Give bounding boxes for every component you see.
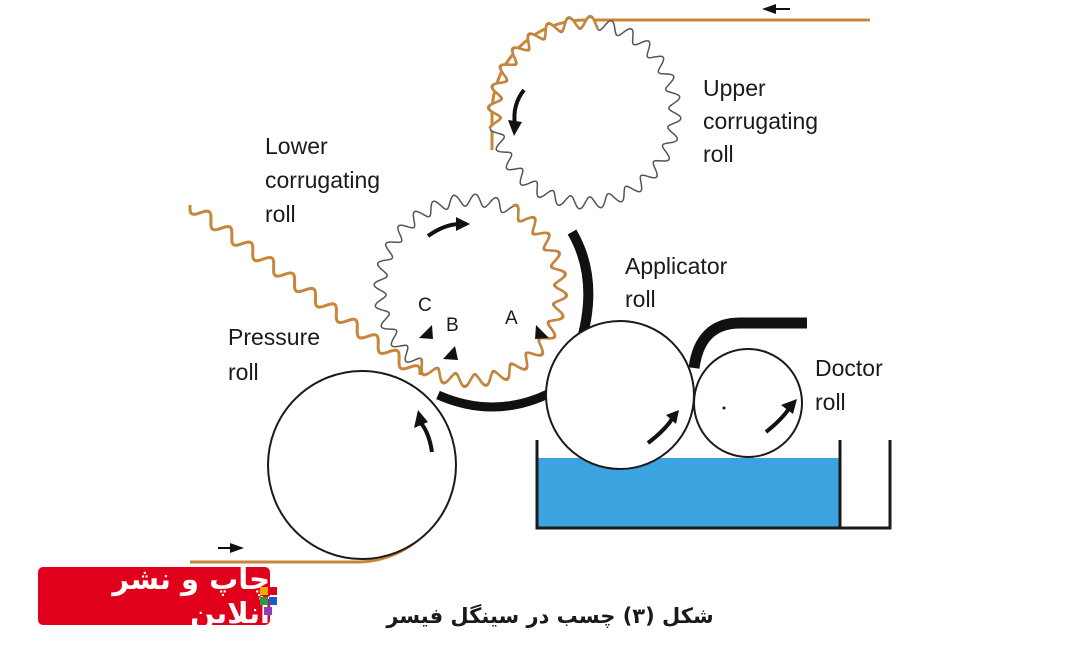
logo-text: چاپ و نشر آنلاین [112, 562, 270, 630]
publisher-logo: چاپ و نشر آنلاین [38, 562, 270, 630]
applicator-roll-rotation-arrow [646, 410, 679, 445]
applicator-roll [545, 320, 695, 470]
lower-corrugating-roll [373, 193, 567, 387]
pressure-roll [267, 370, 457, 560]
pressure-roll-label-line-1: Pressure [228, 324, 320, 350]
point-c-marker [419, 325, 433, 339]
point-b-marker [443, 346, 458, 360]
point-c-label: C [418, 295, 432, 316]
doctor-roll-label-line-1: Doctor [815, 355, 883, 381]
lower-roll-label-line-3: roll [265, 201, 296, 227]
upper-roll-label-line-2: corrugating [703, 108, 818, 134]
point-a-marker [535, 325, 549, 339]
pressure-roll-rotation-arrow [414, 410, 434, 453]
glue-liquid [537, 458, 839, 528]
direction-arrows [218, 4, 797, 553]
glue-guide-bottom [436, 388, 552, 412]
applicator-roll-label-line-2: roll [625, 286, 656, 312]
doctor-roll-center [722, 406, 726, 410]
point-b-label: B [446, 315, 459, 336]
upper-roll-label-line-1: Upper [703, 75, 766, 101]
logo-squares-icon [260, 587, 277, 615]
glue-tank [535, 440, 892, 530]
fluted-paper-web [188, 205, 422, 375]
applicator-roll-label-line-1: Applicator [625, 253, 728, 279]
doctor-roll [693, 348, 803, 458]
lower-roll-medium [419, 203, 569, 389]
top-web-arrow [762, 4, 790, 14]
upper-roll-rotation-arrow [508, 88, 526, 136]
bottom-web-arrow [218, 543, 244, 553]
lower-roll-label-line-2: corrugating [265, 167, 380, 193]
doctor-roll-guard [688, 317, 807, 369]
pressure-roll-label-line-2: roll [228, 359, 259, 385]
point-a-label: A [505, 308, 518, 329]
tank-walls [535, 440, 892, 530]
upper-corrugating-roll [488, 16, 682, 210]
labels: Upper corrugating roll Lower corrugating… [228, 75, 883, 415]
doctor-roll-label-line-2: roll [815, 389, 846, 415]
glue-guide-right [567, 229, 594, 347]
lower-roll-rotation-arrow [426, 217, 470, 238]
figure-caption: شکل (۳) چسب در سینگل فیسر [386, 604, 714, 628]
upper-roll-medium [486, 14, 600, 129]
upper-roll-label-line-3: roll [703, 141, 734, 167]
doctor-roll-rotation-arrow [764, 399, 797, 434]
lower-roll-label-line-1: Lower [265, 133, 328, 159]
